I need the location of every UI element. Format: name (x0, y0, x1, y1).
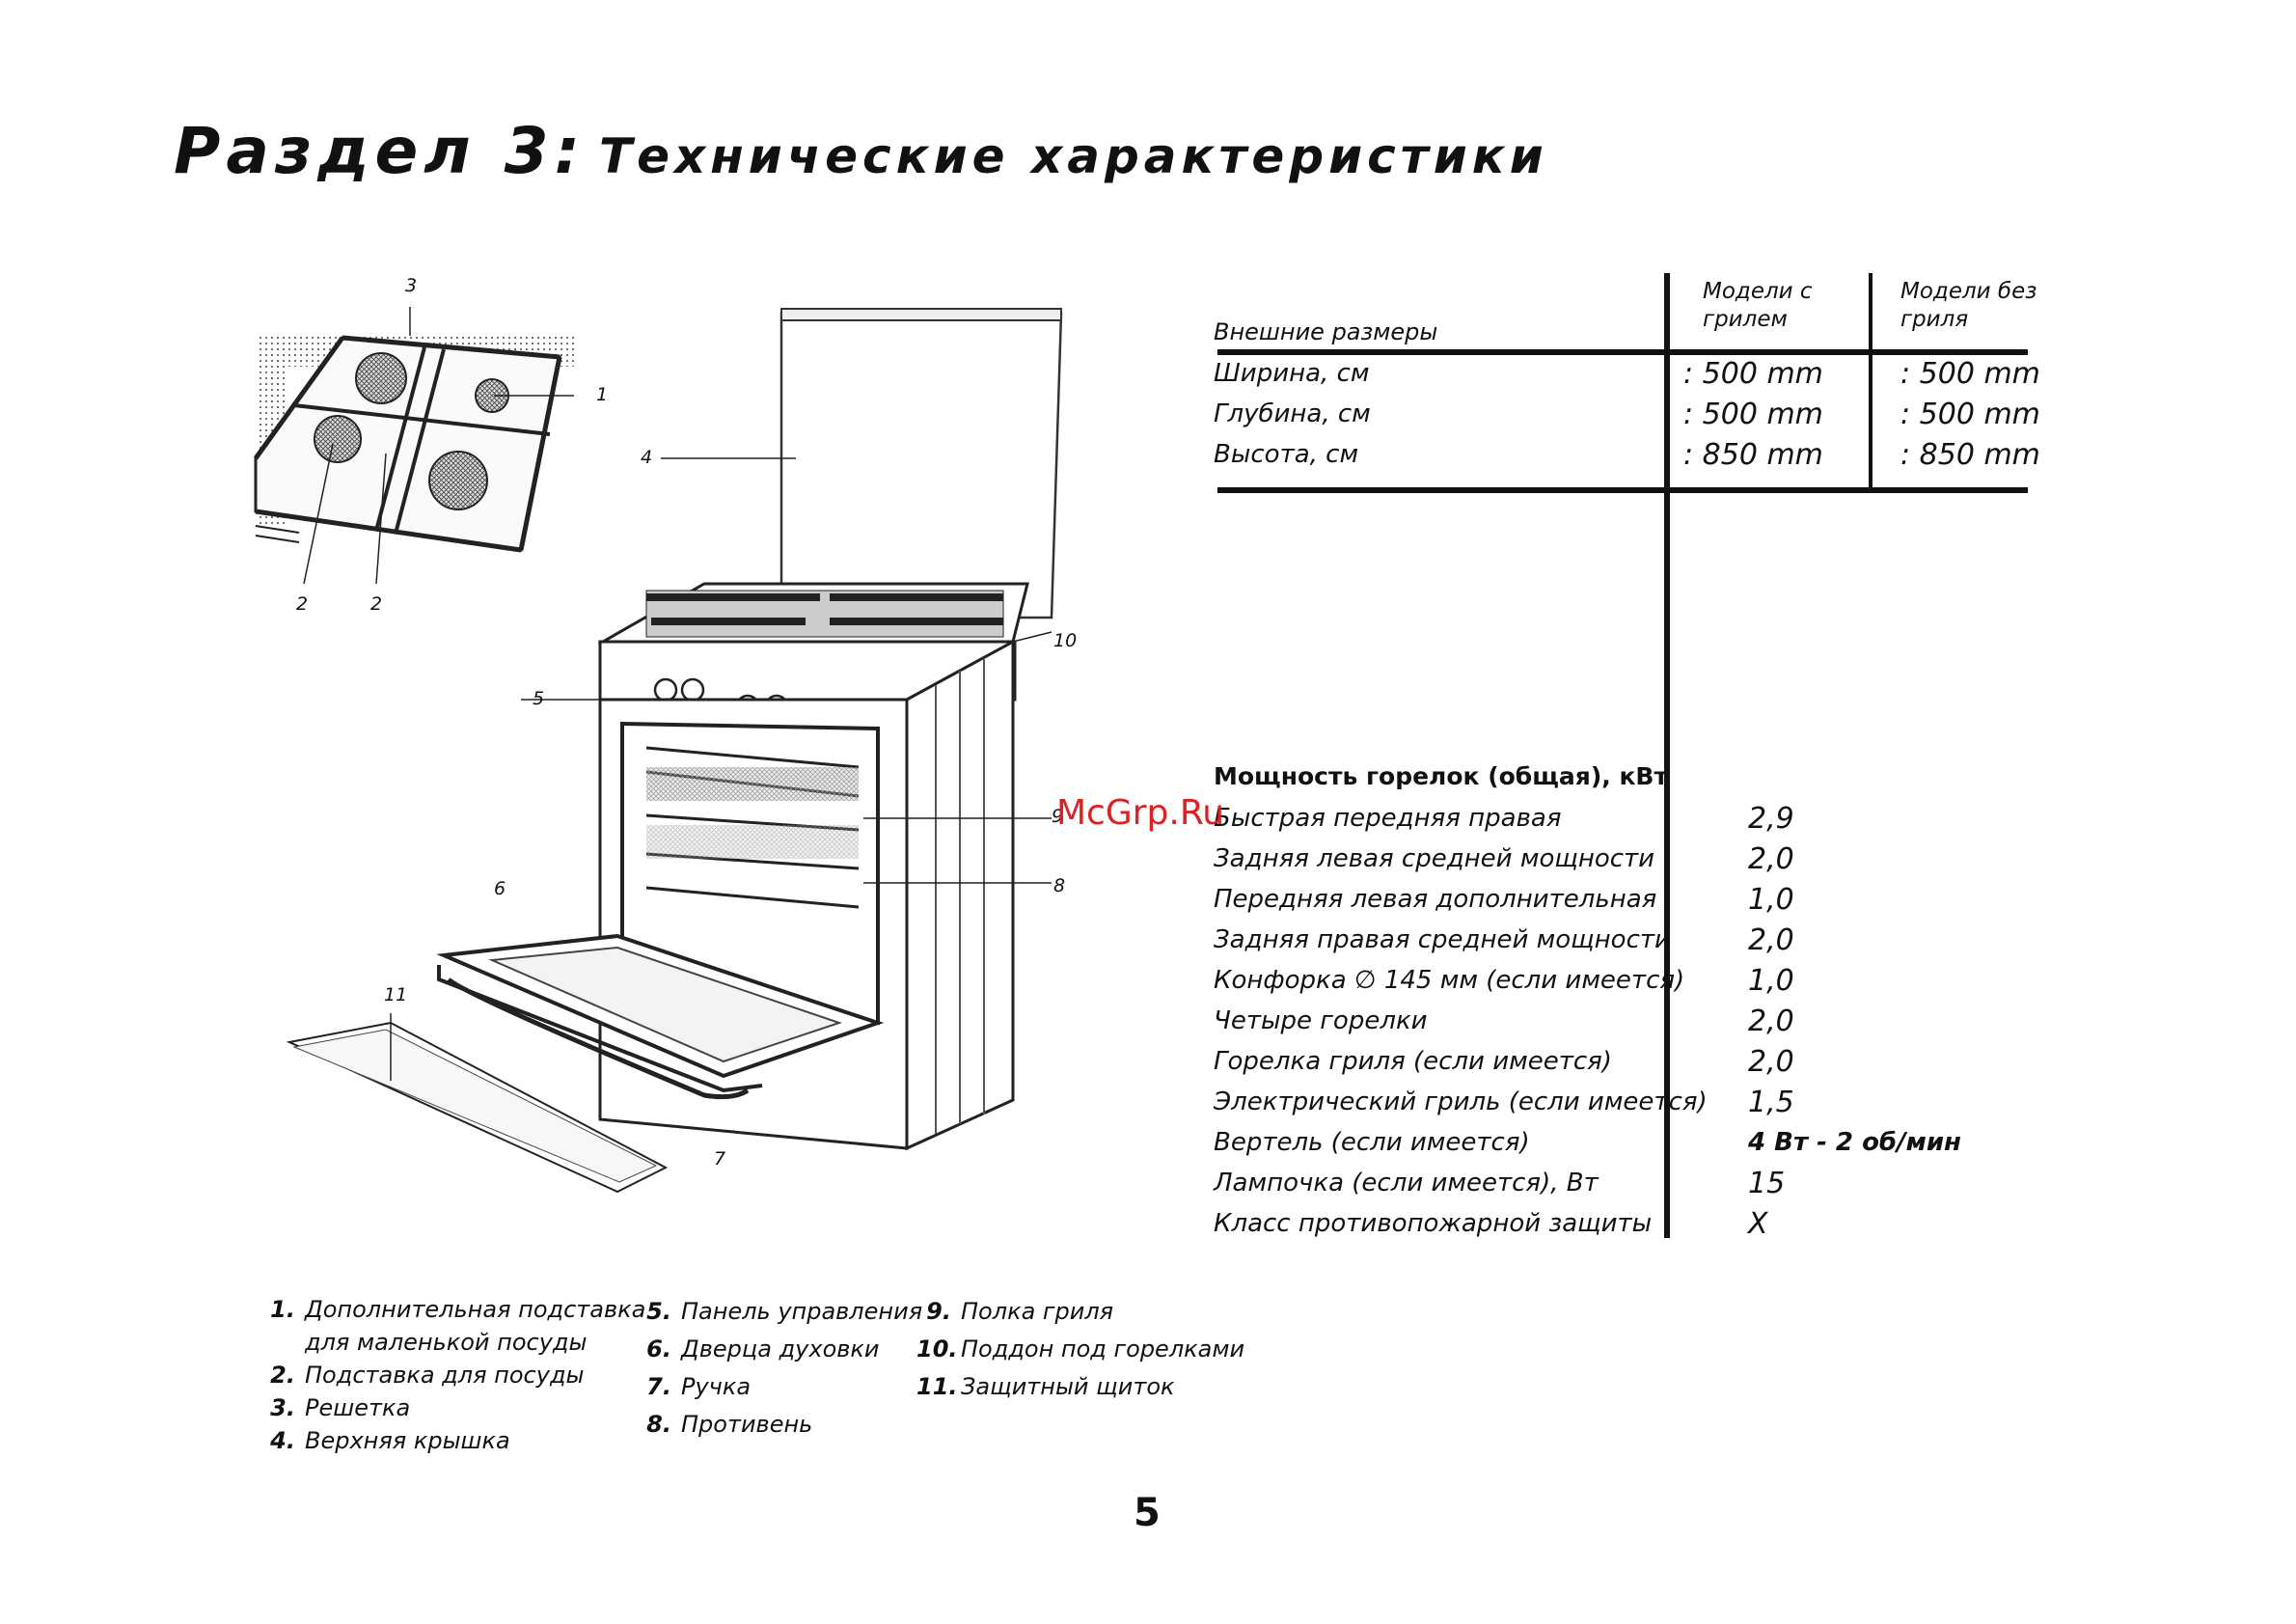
legend-column-1: 1.Дополнительная подставка для маленькой… (260, 1293, 645, 1457)
door-handle (447, 977, 750, 1100)
power-label: Задняя правая средней мощности (1214, 925, 1671, 954)
power-value: 2,9 (1748, 802, 1794, 836)
table-vertical-rule-left (1664, 273, 1670, 1238)
legend-column-2: 5.Панель управления 6.Дверца духовки 7.Р… (637, 1293, 922, 1444)
dim-nogrill-depth: : 500 mm (1900, 398, 2040, 431)
table-rule-top (1217, 349, 2028, 355)
legend-item: 10.Поддон под горелками (916, 1335, 1245, 1363)
legend-item: 4.Верхняя крышка (270, 1427, 510, 1454)
legend-item: 6.Дверца духовки (646, 1335, 880, 1363)
label-4: 4 (641, 447, 653, 468)
dim-label-depth: Глубина, см (1214, 399, 1371, 428)
power-value: 1,0 (1748, 964, 1794, 998)
power-value: 4 Вт - 2 об/мин (1748, 1128, 1962, 1157)
stove-diagram (253, 307, 1063, 1194)
power-value: 2,0 (1748, 1045, 1794, 1079)
power-label: Задняя левая средней мощности (1214, 844, 1655, 873)
col-header-grill: Модели с грилем (1703, 279, 1813, 332)
power-label: Горелка гриля (если имеется) (1214, 1047, 1612, 1076)
dim-label-width: Ширина, см (1214, 359, 1370, 388)
watermark: McGrp.Ru (1056, 793, 1225, 833)
label-7: 7 (714, 1148, 726, 1170)
label-11: 11 (384, 984, 408, 1005)
power-value: 1,5 (1748, 1086, 1794, 1119)
label-2a: 2 (296, 593, 309, 615)
top-lid (779, 312, 1063, 619)
power-value: 15 (1748, 1167, 1786, 1200)
power-heading: Мощность горелок (общая), кВт (1214, 762, 1668, 790)
legend-item: 8.Противень (646, 1411, 813, 1438)
page-number: 5 (1134, 1491, 1161, 1535)
col-header-nogrill: Модели без гриля (1900, 279, 2037, 332)
table-vertical-rule-right (1869, 273, 1872, 490)
label-5: 5 (533, 688, 545, 709)
label-3: 3 (405, 275, 418, 296)
power-value: 2,0 (1748, 923, 1794, 957)
legend-item: 9.Полка гриля (926, 1298, 1114, 1325)
power-value: 1,0 (1748, 883, 1794, 917)
hob-inset (253, 307, 574, 585)
legend-item: 11.Защитный щиток (916, 1373, 1175, 1400)
legend-item-continuation: для маленькой посуды (305, 1329, 588, 1356)
label-2b: 2 (370, 593, 383, 615)
legend-column-3: 9.Полка гриля 10.Поддон под горелками 11… (916, 1293, 1244, 1406)
power-label: Вертель (если имеется) (1214, 1128, 1530, 1157)
power-value: X (1748, 1207, 1768, 1241)
label-10: 10 (1053, 630, 1078, 651)
legend-item: 5.Панель управления (646, 1298, 923, 1325)
dim-grill-width: : 500 mm (1683, 357, 1823, 391)
power-label: Конфорка ∅ 145 мм (если имеется) (1214, 966, 1685, 995)
label-1: 1 (596, 384, 609, 405)
legend-item: 1.Дополнительная подставка (270, 1296, 646, 1323)
section-label: Раздел 3: (174, 114, 586, 188)
dim-grill-depth: : 500 mm (1683, 398, 1823, 431)
power-label: Передняя левая дополнительная (1214, 885, 1657, 914)
section-title: Технические характеристики (598, 128, 1548, 184)
table-rule-bottom (1217, 487, 2028, 493)
power-label: Четыре горелки (1214, 1006, 1428, 1035)
legend-item: 2.Подставка для посуды (270, 1362, 585, 1389)
dim-label-height: Высота, см (1214, 440, 1359, 469)
power-label: Электрический гриль (если имеется) (1214, 1087, 1708, 1116)
label-9: 9 (1052, 806, 1064, 827)
power-value: 2,0 (1748, 842, 1794, 876)
dim-nogrill-height: : 850 mm (1900, 438, 2040, 472)
dimensions-heading: Внешние размеры (1214, 318, 1438, 345)
power-label: Класс противопожарной защиты (1214, 1209, 1653, 1238)
label-8: 8 (1053, 875, 1066, 896)
dim-grill-height: : 850 mm (1683, 438, 1823, 472)
power-label: Лампочка (если имеется), Вт (1214, 1169, 1599, 1197)
label-6: 6 (494, 878, 506, 899)
dim-nogrill-width: : 500 mm (1900, 357, 2040, 391)
legend-item: 3.Решетка (270, 1394, 411, 1421)
page-title: Раздел 3:Технические характеристики (174, 114, 1548, 188)
power-value: 2,0 (1748, 1005, 1794, 1038)
legend-item: 7.Ручка (646, 1373, 752, 1400)
power-label: Быстрая передняя правая (1214, 804, 1562, 833)
